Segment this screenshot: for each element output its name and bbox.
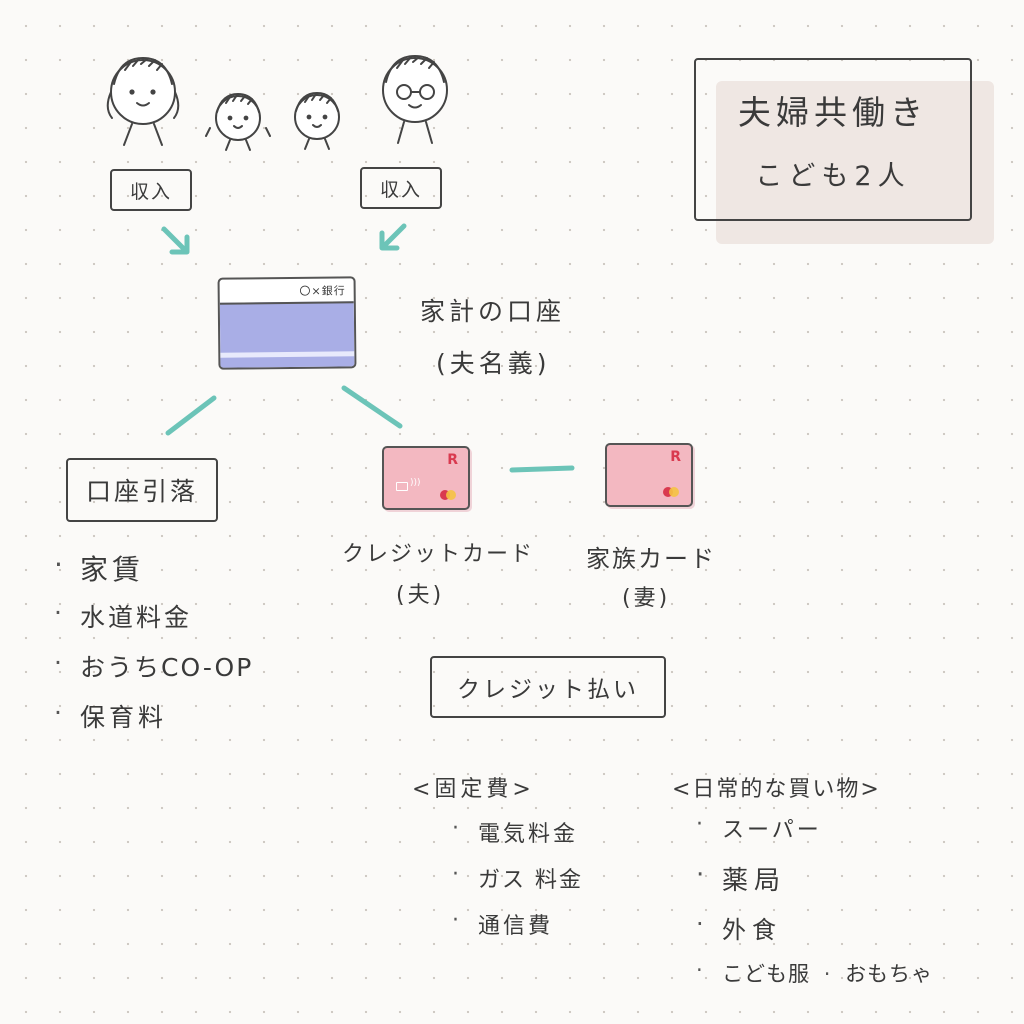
father-icon <box>382 54 448 144</box>
title-line-2: こども2人 <box>755 161 911 192</box>
contactless-icon: ))) <box>410 478 421 488</box>
bank-card-stripe <box>219 301 355 370</box>
income-text: 収入 <box>379 178 422 201</box>
list-item: ガス 料金 <box>452 862 583 908</box>
title-line-1: 夫婦共働き <box>738 93 928 132</box>
card-brand-icon <box>663 487 679 497</box>
household-account-owner: (夫名義) <box>436 349 551 378</box>
family-illustration <box>106 54 448 151</box>
connector-to-credit-card <box>341 385 403 429</box>
list-item: おうちCO-OP <box>54 648 253 698</box>
bullet-separator: · <box>823 962 832 986</box>
daily-shopping-list: スーパー 薬局 外食 こども服 · おもちゃ <box>696 812 934 1004</box>
connector-to-debit <box>165 395 217 436</box>
card-brand-icon <box>440 490 456 500</box>
family-card-label: 家族カード <box>586 545 716 573</box>
direct-debit-label: 口座引落 <box>85 477 198 506</box>
credit-payment-box: クレジット払い <box>430 656 666 718</box>
list-item: スーパー <box>696 812 933 860</box>
family-card-owner: (妻) <box>622 586 671 611</box>
fixed-costs-list: 電気料金 ガス 料金 通信費 <box>452 816 583 954</box>
list-item: 電気料金 <box>452 816 583 862</box>
list-item-toys: おもちゃ <box>845 962 934 986</box>
household-account-title: 家計の口座 <box>420 297 566 326</box>
arrow-down-left-icon <box>379 223 407 251</box>
bank-name: 〇×銀行 <box>299 284 346 298</box>
card-chip-icon <box>396 482 408 491</box>
list-item: 保育料 <box>54 698 253 748</box>
bank-card: 〇×銀行 <box>217 276 357 370</box>
title-box: 夫婦共働き こども2人 <box>694 58 972 221</box>
list-item-kids-clothes: こども服 <box>722 962 810 986</box>
arrow-down-right-icon <box>161 226 190 255</box>
list-item: 薬局 <box>696 860 933 910</box>
list-item: 外食 <box>696 910 933 958</box>
direct-debit-list: 家賃 水道料金 おうちCO-OP 保育料 <box>54 548 253 748</box>
direct-debit-box: 口座引落 <box>66 458 218 522</box>
credit-card-family: R <box>605 443 693 507</box>
income-text: 収入 <box>129 180 172 203</box>
child-icon <box>294 91 340 150</box>
list-item: こども服 · おもちゃ <box>696 958 934 1004</box>
daily-shopping-title: <日常的な買い物> <box>672 777 881 802</box>
husband-card-owner: (夫) <box>396 583 445 608</box>
list-item: 家賃 <box>54 548 253 598</box>
income-label-wife: 収入 <box>110 169 192 211</box>
card-logo-icon: R <box>670 449 681 465</box>
title-shadow <box>716 81 994 244</box>
mother-icon <box>106 56 180 146</box>
bank-card-header: 〇×銀行 <box>220 278 354 302</box>
income-label-husband: 収入 <box>360 167 442 209</box>
credit-payment-label: クレジット払い <box>457 677 639 703</box>
connector-card-to-family-card <box>509 465 575 473</box>
card-logo-icon: R <box>447 452 458 468</box>
husband-card-label: クレジットカード <box>342 542 535 567</box>
list-item: 水道料金 <box>54 598 253 648</box>
fixed-costs-title: <固定費> <box>412 777 535 802</box>
list-item: 通信費 <box>452 908 583 954</box>
credit-card-husband: R ))) <box>382 446 470 510</box>
child-icon <box>205 92 271 151</box>
